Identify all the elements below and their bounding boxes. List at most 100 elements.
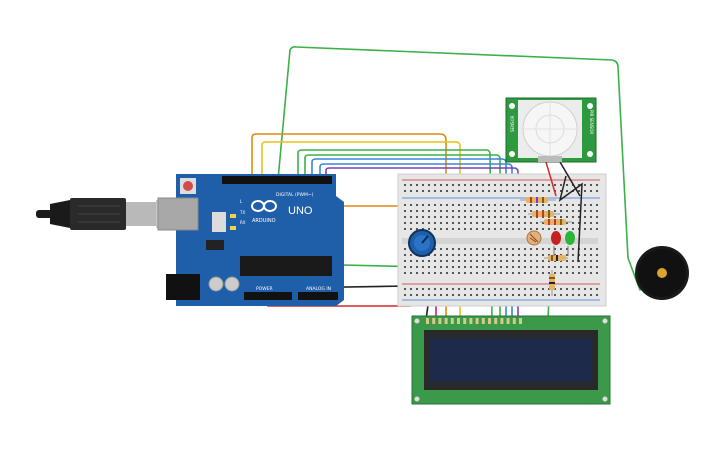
breadboard-hole [518, 204, 520, 206]
led-green[interactable] [565, 231, 575, 256]
breadboard-hole [566, 216, 568, 218]
lcd-pin [463, 318, 467, 324]
lcd-pin [432, 318, 436, 324]
arduino-uno-board[interactable]: ARDUINO UNO DIGITAL (PWM~) POWER ANALOG … [157, 174, 344, 306]
led-red[interactable] [551, 231, 561, 256]
resistor-3[interactable] [540, 219, 572, 225]
resistor-4[interactable] [544, 255, 568, 261]
breadboard-hole [434, 266, 436, 268]
breadboard-hole [476, 272, 478, 274]
breadboard-hole [410, 260, 412, 262]
breadboard-hole [530, 248, 532, 250]
breadboard-hole [500, 248, 502, 250]
breadboard-hole [404, 294, 406, 296]
breadboard-hole [596, 294, 598, 296]
breadboard-hole [428, 216, 430, 218]
breadboard-hole [596, 222, 598, 224]
breadboard-hole [578, 184, 580, 186]
breadboard-hole [578, 260, 580, 262]
breadboard-hole [566, 254, 568, 256]
breadboard-hole [464, 222, 466, 224]
breadboard-hole [482, 266, 484, 268]
breadboard-hole [458, 184, 460, 186]
breadboard-hole [578, 288, 580, 290]
resistor-1[interactable] [520, 197, 556, 203]
reset-button[interactable] [183, 181, 193, 191]
breadboard-hole [440, 266, 442, 268]
breadboard-hole [596, 204, 598, 206]
green-wire-3[interactable] [304, 154, 501, 321]
breadboard-hole [464, 260, 466, 262]
yellow-wire[interactable] [261, 141, 461, 321]
breadboard-hole [530, 222, 532, 224]
breadboard-hole [524, 204, 526, 206]
breadboard-hole [488, 266, 490, 268]
breadboard-hole [416, 272, 418, 274]
breadboard-hole [572, 260, 574, 262]
breadboard-hole [572, 254, 574, 256]
piezo-buzzer[interactable] [635, 246, 689, 300]
breadboard-hole [434, 210, 436, 212]
green-wire-buzzer[interactable] [277, 46, 641, 291]
breadboard-hole [524, 248, 526, 250]
breadboard-hole [560, 272, 562, 274]
orange-wire-1[interactable] [251, 133, 447, 321]
analog-label: ANALOG IN [306, 286, 331, 292]
breadboard-hole [494, 204, 496, 206]
breadboard-hole [434, 190, 436, 192]
breadboard-hole [404, 184, 406, 186]
breadboard-hole [596, 254, 598, 256]
lcd-display[interactable] [411, 315, 611, 405]
breadboard-hole [446, 248, 448, 250]
breadboard-hole [416, 204, 418, 206]
breadboard-hole [512, 266, 514, 268]
breadboard-hole [440, 294, 442, 296]
breadboard-hole [488, 210, 490, 212]
breadboard-hole [584, 216, 586, 218]
breadboard-hole [476, 222, 478, 224]
resistor-2[interactable] [528, 211, 560, 217]
potentiometer[interactable] [408, 229, 436, 257]
breadboard-hole [518, 254, 520, 256]
breadboard-hole [548, 190, 550, 192]
breadboard-hole [470, 266, 472, 268]
breadboard-hole [488, 216, 490, 218]
breadboard-hole [494, 228, 496, 230]
breadboard-hole [530, 228, 532, 230]
buzzer-center [657, 268, 667, 278]
breadboard-hole [428, 184, 430, 186]
breadboard-hole [530, 260, 532, 262]
breadboard-hole [512, 248, 514, 250]
breadboard-hole [458, 210, 460, 212]
breadboard-hole [440, 248, 442, 250]
breadboard-hole [530, 190, 532, 192]
breadboard-hole [584, 272, 586, 274]
breadboard-hole [566, 248, 568, 250]
breadboard-hole [560, 248, 562, 250]
l-label: L [240, 199, 243, 204]
breadboard-hole [434, 184, 436, 186]
purple-wire[interactable] [325, 167, 519, 321]
breadboard-hole [542, 204, 544, 206]
breadboard-hole [548, 294, 550, 296]
blue-wire-2[interactable] [319, 163, 513, 321]
arduino-logo [251, 200, 277, 212]
lcd-pin [444, 318, 448, 324]
black-wire-rail[interactable] [558, 175, 583, 263]
pir-black-wire[interactable] [559, 161, 581, 197]
breadboard-hole [476, 254, 478, 256]
breadboard-hole [494, 248, 496, 250]
green-wire-2[interactable] [297, 149, 493, 321]
pir-side-right: PIR SENSOR [589, 110, 594, 134]
breadboard-hole [488, 184, 490, 186]
breadboard-hole [440, 288, 442, 290]
pir-red-wire[interactable] [545, 161, 557, 197]
pir-sensor[interactable]: SENSOR PIR SENSOR [505, 97, 597, 163]
breadboard-hole [530, 266, 532, 268]
breadboard-hole [512, 222, 514, 224]
breadboard-hole [566, 204, 568, 206]
breadboard-hole [458, 266, 460, 268]
breadboard-hole [560, 294, 562, 296]
resistor-5[interactable] [549, 270, 555, 296]
photoresistor[interactable] [526, 230, 542, 246]
